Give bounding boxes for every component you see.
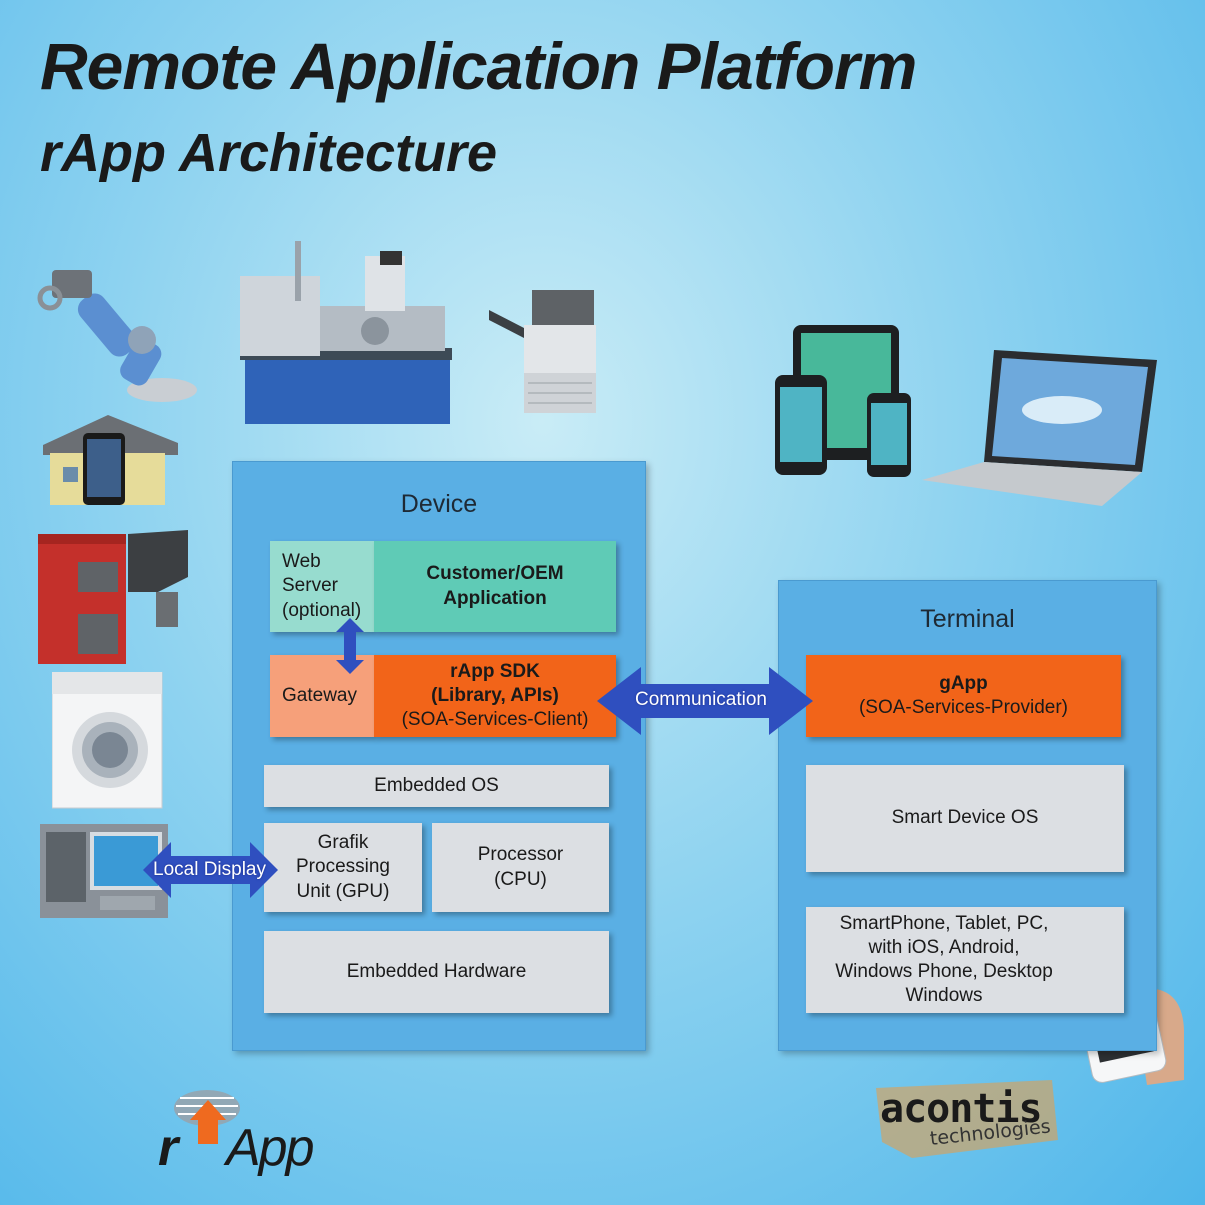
smart-device-os-box: Smart Device OS (806, 765, 1124, 872)
devices-label: SmartPhone, Tablet, PC, with iOS, Androi… (835, 912, 1053, 1007)
local-display-arrow-icon (143, 842, 278, 898)
gpu-box: Grafik Processing Unit (GPU) (264, 823, 422, 912)
house-icon (43, 415, 178, 505)
sdk-client: (SOA-Services-Client) (401, 709, 589, 731)
rapp-logo-cloud-icon (174, 1090, 240, 1144)
local-display-label: Local Display (153, 859, 266, 880)
embedded-os-box: Embedded OS (264, 765, 609, 807)
rapp-logo-app: App (226, 1119, 315, 1177)
web-server-box: Web Server (optional) (270, 541, 374, 632)
boiler-icon (38, 530, 188, 664)
smart-device-os-label: Smart Device OS (891, 807, 1039, 829)
washing-machine-icon (52, 672, 163, 809)
sdk-library: (Library, APIs) (431, 684, 559, 706)
acontis-logo-mark-icon (876, 1080, 1058, 1158)
page-subtitle: rApp Architecture (40, 123, 498, 183)
acontis-logo-text: acontis (880, 1086, 1043, 1132)
embedded-hardware-box: Embedded Hardware (264, 931, 609, 1013)
lathe-machine-icon (240, 241, 452, 424)
terminal-label: Terminal (920, 605, 1015, 633)
communication-label: Communication (635, 689, 767, 710)
gapp-title: gApp (939, 672, 988, 694)
communication-arrow-icon (597, 667, 813, 735)
laptop-icon (922, 350, 1157, 506)
cpu-label: Processor (CPU) (477, 844, 564, 890)
gpu-label: Grafik Processing Unit (GPU) (296, 832, 390, 902)
customer-app-label: Customer/OEM Application (426, 563, 564, 609)
embedded-hardware-label: Embedded Hardware (346, 960, 527, 982)
gateway-label: Gateway (282, 684, 357, 706)
robot-arm-icon (37, 270, 197, 402)
sdk-title: rApp SDK (450, 660, 540, 682)
rapp-sdk-box: rApp SDK (Library, APIs) (SOA-Services-C… (374, 655, 616, 737)
web-server-label: Web Server (optional) (282, 551, 362, 621)
gapp-box: gApp (SOA-Services-Provider) (806, 655, 1121, 737)
embedded-os-label: Embedded OS (374, 774, 499, 796)
page-title: Remote Application Platform (40, 29, 917, 103)
device-label: Device (400, 490, 478, 518)
rapp-logo-r: r (158, 1119, 179, 1177)
printer-icon (489, 290, 596, 413)
vertical-double-arrow-icon (336, 618, 364, 674)
gateway-box: Gateway (270, 655, 374, 737)
devices-box: SmartPhone, Tablet, PC, with iOS, Androi… (806, 907, 1124, 1013)
gapp-provider: (SOA-Services-Provider) (858, 697, 1069, 718)
cpu-box: Processor (CPU) (432, 823, 609, 912)
customer-app-box: Customer/OEM Application (374, 541, 616, 632)
tablets-phones-icon (775, 325, 911, 477)
